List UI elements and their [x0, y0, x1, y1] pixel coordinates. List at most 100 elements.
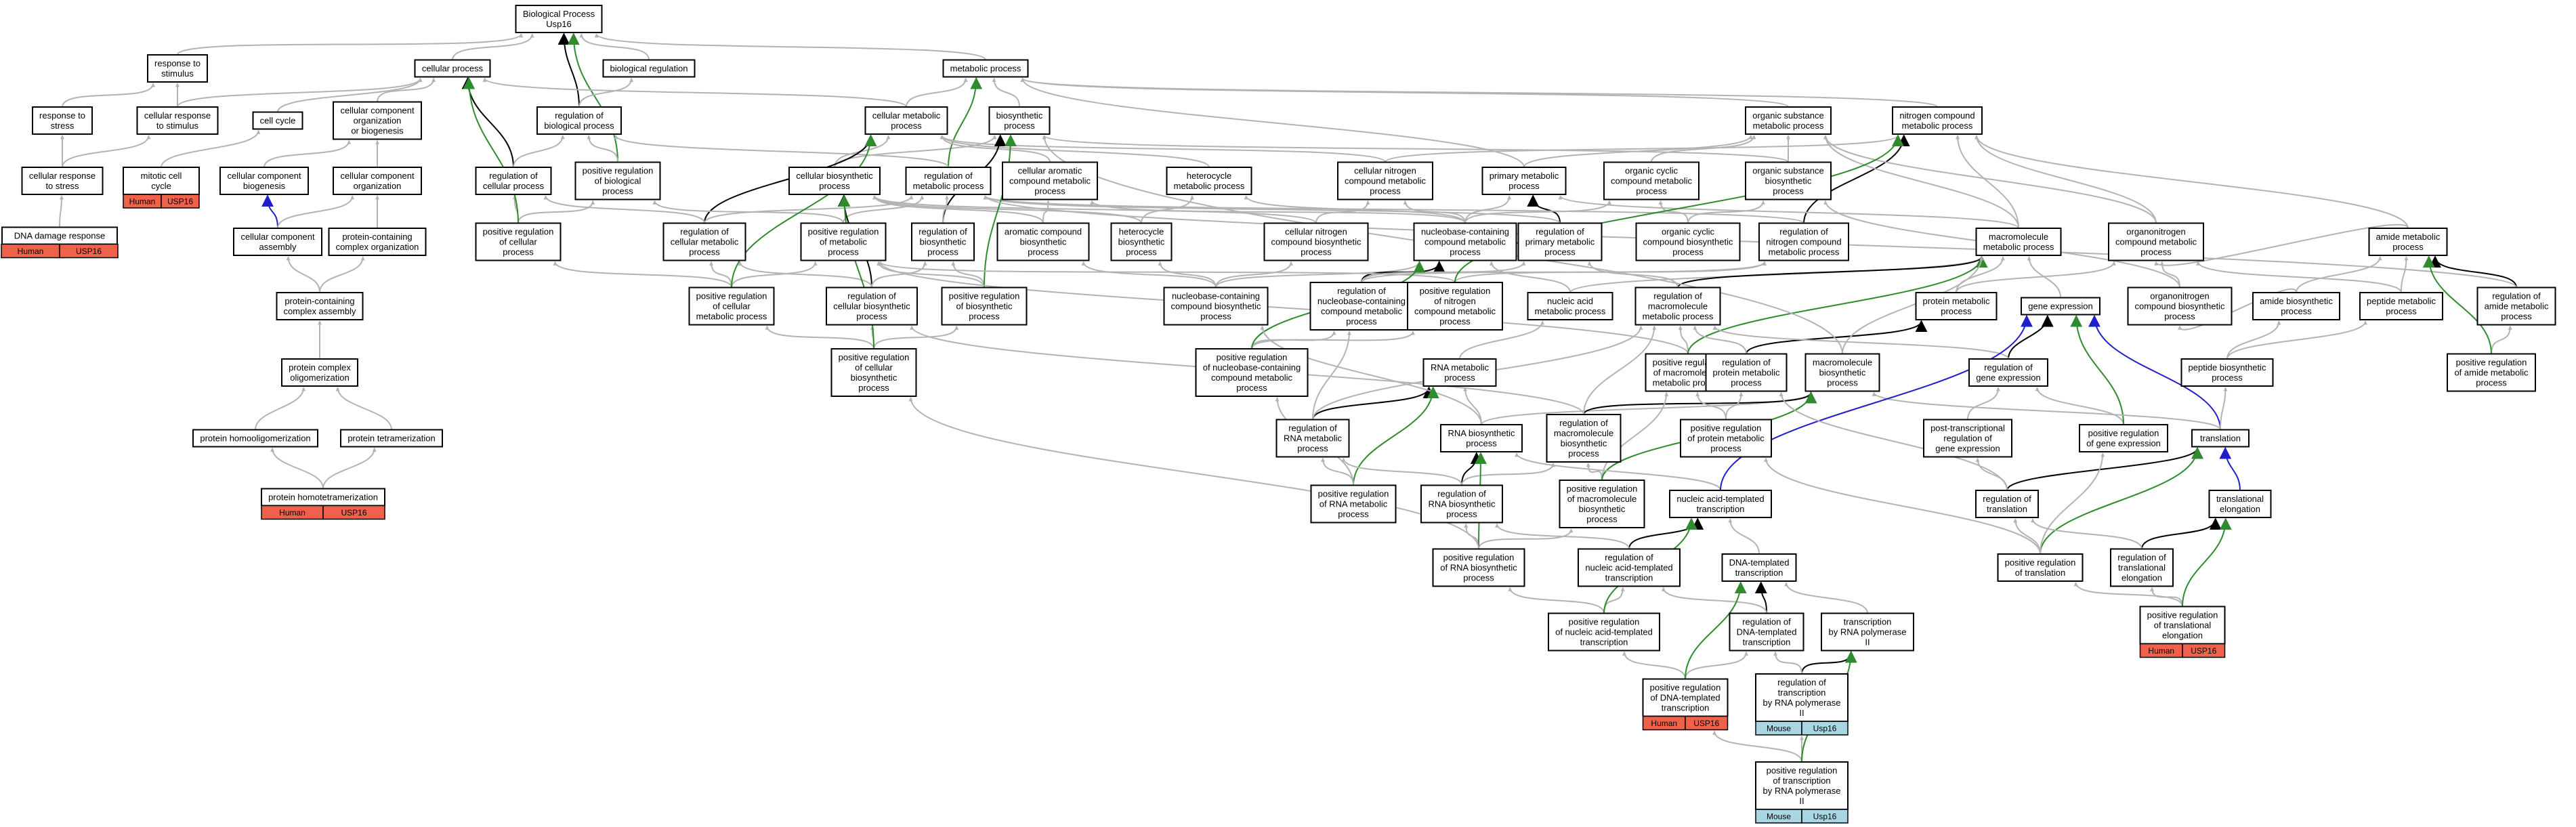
term-label-line: of transcription: [1773, 776, 1830, 786]
term-label-line: protein homotetramerization: [268, 492, 378, 503]
term-label-line: transcription: [1605, 573, 1653, 583]
term-box: [1755, 761, 1849, 810]
term-box: [136, 106, 219, 135]
edge-rpmp-to-pmp: [1527, 194, 1561, 224]
term-box: [1309, 282, 1414, 331]
term-box: [1166, 167, 1252, 195]
term-box: [536, 106, 622, 135]
edge-phomo-to-pco: [255, 387, 306, 430]
term-box: [414, 59, 491, 78]
edge-rcbp-to-rcmp: [738, 261, 872, 288]
edge-prcbp-to-cbp: [838, 194, 874, 349]
edge-natt-to-ge: [1720, 314, 2033, 491]
term-label-line: regulation of: [555, 110, 604, 121]
edge-prcmp-to-prcp: [553, 261, 732, 288]
term-label: metabolic process: [950, 64, 1021, 74]
term-box: [1481, 167, 1567, 195]
edge-prbsp-to-rbsp: [951, 261, 985, 288]
term-label-line: transcription: [1662, 703, 1710, 713]
term-label-line: gene expression: [1935, 444, 2000, 454]
edge-amp-to-ncmp: [1975, 135, 2409, 229]
term-label-line: process: [2386, 306, 2417, 316]
term-label-line: cellular aromatic: [1018, 166, 1082, 176]
term-box: [1548, 612, 1660, 652]
term-label-line: biosynthetic: [1579, 504, 1626, 514]
edge-mbp-to-mmp: [1842, 256, 1984, 354]
term-label-line: by RNA polymerase: [1763, 698, 1841, 708]
term-label-line: amide metabolic: [2376, 232, 2441, 242]
term-label-line: by RNA polymerase: [1829, 627, 1907, 637]
term-label-line: regulation of: [2492, 291, 2541, 301]
term-label-line: process: [2501, 312, 2532, 322]
term-box: [2368, 228, 2448, 256]
term-box: [2180, 358, 2274, 387]
edge-rdtt-to-rnatt: [1661, 587, 1767, 614]
term-label-line: complex organization: [336, 242, 419, 252]
term-label-line: regulation of: [1337, 286, 1386, 296]
term-label-line: Biological Process: [523, 9, 595, 19]
term-label-line: to stress: [45, 181, 79, 191]
term-label-line: compound metabolic: [1009, 176, 1091, 186]
edge-ptr-to-rge: [1967, 387, 2000, 420]
term-box: [1669, 490, 1772, 518]
edge-prtl-to-prge: [2040, 452, 2105, 555]
term-label-line: nucleobase-containing: [1421, 227, 1509, 237]
term-label-line: process: [1444, 373, 1475, 383]
term-label-line: regulation of: [1983, 494, 2031, 504]
edge-mmp-to-ncmp: [1956, 135, 2019, 229]
edge-nbcbp-to-hbp: [1158, 261, 1217, 288]
term-box: [1578, 548, 1681, 587]
term-label-line: translation: [1987, 504, 2027, 514]
term-label-line: protein-containing: [284, 296, 354, 306]
edge-rtl-to-ptr: [1975, 457, 2008, 491]
term-box: [123, 167, 200, 195]
term-label-line: primary metabolic: [1525, 237, 1595, 247]
term-label-line: process: [1941, 306, 1972, 316]
go-term-cp: cellular process: [414, 59, 491, 78]
term-box: [1, 226, 118, 245]
edge-rtl-to-rprotmp: [1779, 391, 2008, 491]
edge-rnatt-to-rrnabp: [1495, 523, 1630, 549]
edge-pcasm-to-pcca: [319, 256, 365, 293]
term-label-line: transcription: [1844, 617, 1892, 627]
term-label-line: compound metabolic: [2115, 237, 2197, 247]
edge-cmp-to-mp: [906, 77, 968, 108]
term-label-line: biological process: [544, 121, 614, 131]
edge-prdtt-to-rdtt: [1685, 651, 1748, 679]
term-label-line: process: [2476, 378, 2507, 388]
term-label-line: process: [1370, 186, 1401, 196]
term-label-line: protein-containing: [342, 232, 412, 242]
edge-prrnabp-to-prcbp: [908, 397, 1479, 549]
term-box: [233, 228, 322, 256]
term-box: [1745, 161, 1832, 200]
term-box: [1440, 424, 1523, 452]
term-label-line: regulation of: [1653, 291, 1702, 301]
term-label: protein tetramerization: [347, 433, 435, 444]
edge-cmp-to-cp: [482, 77, 907, 108]
term-box: [1892, 106, 1983, 135]
edge-oncmp-to-ncmp: [1975, 135, 2157, 224]
term-label-line: post-transcriptional: [1930, 423, 2005, 433]
term-box: [688, 287, 775, 326]
term-box: [2079, 424, 2168, 452]
